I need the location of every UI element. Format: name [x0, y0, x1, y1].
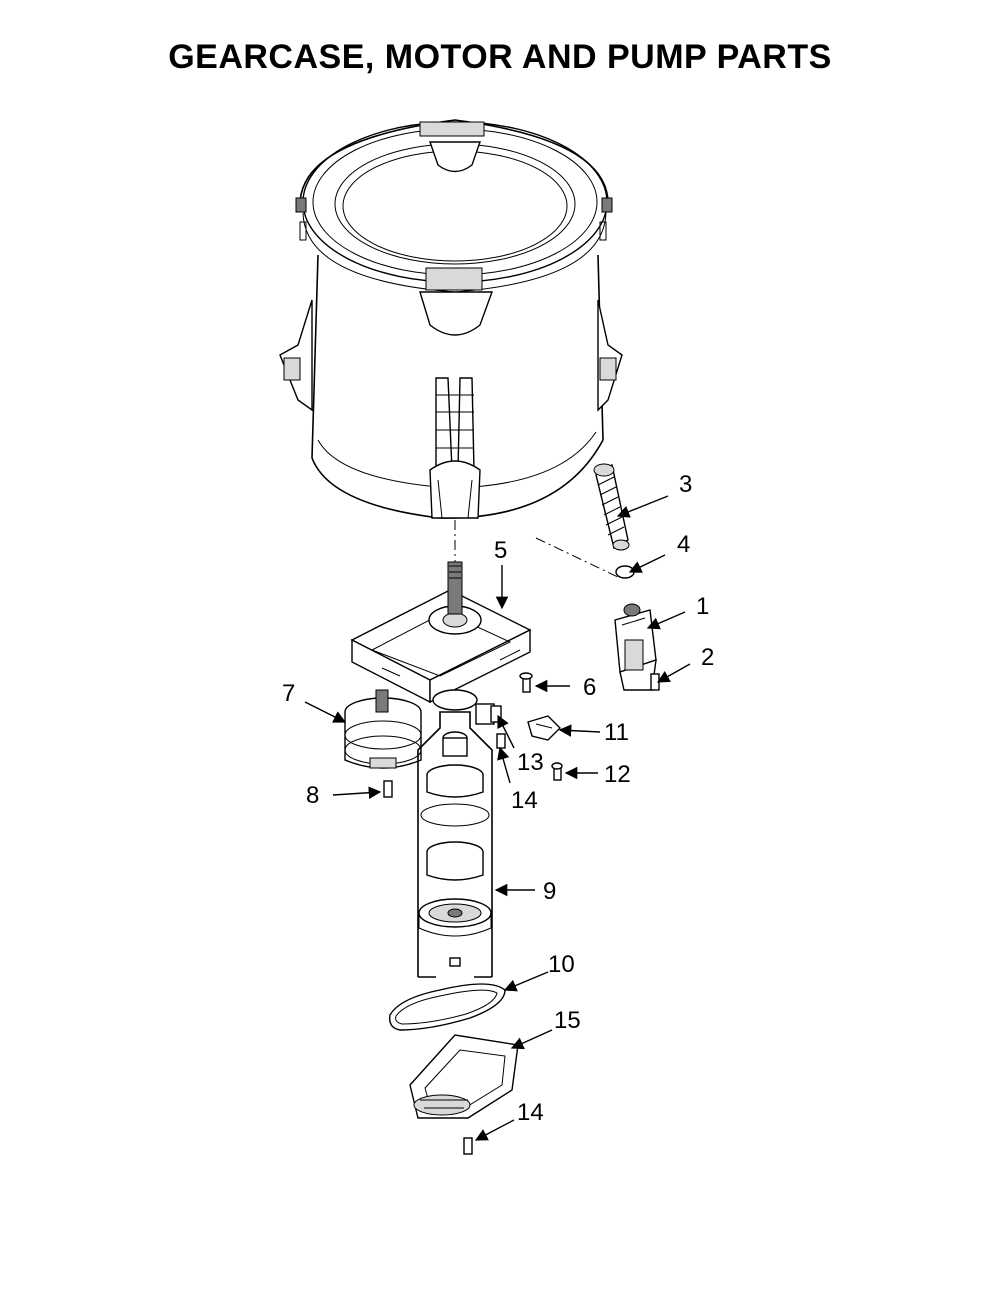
callout-1: 1: [696, 593, 709, 620]
callout-13: 13: [517, 749, 544, 776]
leader-lines: [304, 495, 691, 1141]
callout-2: 2: [701, 644, 714, 671]
screw-part-14-upper: [496, 733, 506, 749]
drain-hose-part-3: [593, 463, 630, 551]
callout-4: 4: [677, 531, 690, 558]
screw-part-6: [519, 672, 533, 693]
centerline: [535, 537, 621, 579]
callout-6: 6: [583, 674, 596, 701]
callout-5: 5: [494, 537, 507, 564]
screw-part-14-lower: [463, 1137, 473, 1155]
callout-14-upper: 14: [511, 787, 538, 814]
callout-12: 12: [604, 761, 631, 788]
callout-11: 11: [604, 719, 629, 746]
drive-belt-part-10: [389, 983, 506, 1031]
motor-part-7: [344, 689, 422, 769]
page-title: GEARCASE, MOTOR AND PUMP PARTS: [168, 38, 832, 76]
drain-pump-part-1: [614, 603, 657, 691]
callout-10: 10: [548, 951, 575, 978]
motor-shield-part-15: [409, 1034, 519, 1119]
screw-part-8: [383, 780, 393, 798]
screw-part-12: [551, 762, 563, 781]
screw-part-2: [650, 673, 660, 691]
callout-7: 7: [282, 680, 295, 707]
callout-14-lower: 14: [517, 1099, 544, 1126]
callout-8: 8: [306, 782, 319, 809]
bracket-part-11: [527, 715, 561, 741]
clutch-assembly-part-9: [417, 711, 493, 978]
outer-tub: [279, 119, 623, 519]
callout-15: 15: [554, 1007, 581, 1034]
callout-9: 9: [543, 878, 556, 905]
callout-3: 3: [679, 471, 692, 498]
fitting-part-13: [490, 705, 502, 723]
gearcase-part-5: [350, 561, 532, 725]
